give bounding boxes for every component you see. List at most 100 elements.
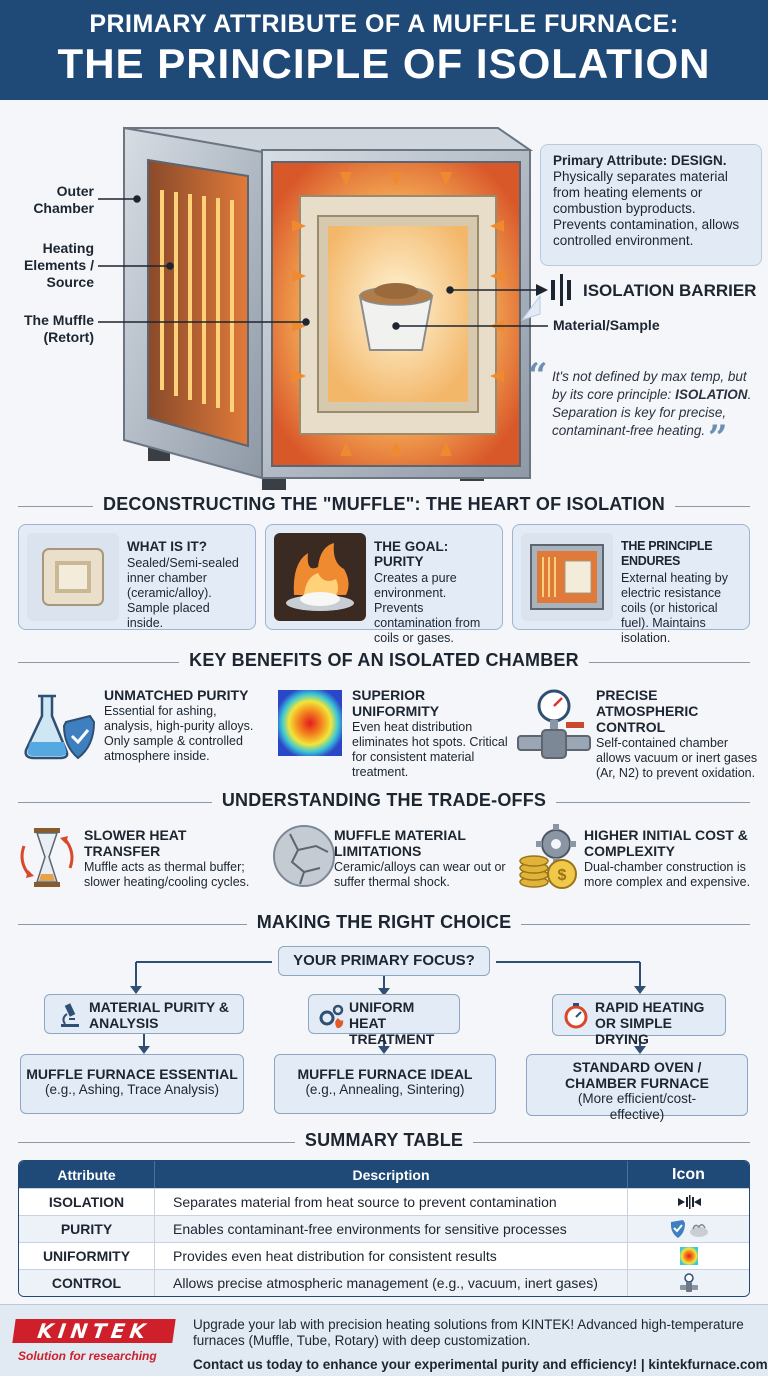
gear-coins-icon: $: [519, 824, 577, 889]
table-row: UNIFORMITY Provides even heat distributi…: [19, 1242, 749, 1269]
kintek-logo[interactable]: KINTEK: [12, 1319, 176, 1343]
benefit-body: Even heat distribution eliminates hot sp…: [352, 720, 508, 779]
muffle-box-icon: [27, 533, 119, 621]
flask-shield-icon: [24, 694, 96, 760]
section-benefits: KEY BENEFITS OF AN ISOLATED CHAMBER: [18, 650, 750, 674]
callout-title: Primary Attribute: DESIGN.: [553, 153, 727, 168]
header-line-1: PRIMARY ATTRIBUTE OF A MUFFLE FURNACE:: [89, 10, 679, 38]
valve-icon: [679, 1273, 698, 1292]
tradeoff-body: Ceramic/alloys can wear out or suffer th…: [334, 860, 506, 889]
sample-mound: [374, 283, 418, 299]
callout-pointer: [520, 294, 541, 321]
callout-body: Physically separates material from heati…: [553, 169, 740, 248]
furnace-diagram: Outer Chamber Heating Elements / Source …: [0, 100, 768, 490]
benefit-body: Self-contained chamber allows vacuum or …: [596, 736, 758, 780]
footer-contact-link[interactable]: Contact us today to enhance your experim…: [193, 1357, 768, 1372]
result-muffle-essential: MUFFLE FURNACE ESSENTIAL (e.g., Ashing, …: [20, 1054, 244, 1114]
benefit-title: UNMATCHED PURITY: [104, 687, 249, 703]
section-deconstructing: DECONSTRUCTING THE "MUFFLE": THE HEART O…: [18, 494, 750, 518]
tradeoff-title: HIGHER INITIAL COST & COMPLEXITY: [584, 827, 748, 859]
furnace-cutaway-icon: [521, 533, 613, 621]
quote-emphasis: ISOLATION: [675, 387, 748, 402]
microscope-icon: [61, 1003, 79, 1027]
benefit-title: PRECISE ATMOSPHERIC CONTROL: [596, 687, 699, 735]
heating-window: [147, 158, 249, 448]
benefit-body: Essential for ashing, analysis, high-pur…: [104, 704, 254, 763]
card-body: Creates a pure environment. Prevents con…: [374, 571, 481, 645]
header-attribute: Attribute: [57, 1166, 116, 1183]
quote-text-2: . Separation is key for precise, contami…: [552, 387, 752, 438]
gears-flame-icon: [319, 1004, 344, 1028]
footer-promo-text: Upgrade your lab with precision heating …: [193, 1317, 744, 1348]
cell-attribute: CONTROL: [51, 1275, 122, 1291]
section-tradeoffs: UNDERSTANDING THE TRADE-OFFS: [18, 790, 750, 814]
flame-sample-icon: [274, 533, 366, 621]
result-title: MUFFLE FURNACE ESSENTIAL: [26, 1066, 238, 1082]
cell-description: Enables contaminant-free environments fo…: [154, 1216, 627, 1242]
section-title: KEY BENEFITS OF AN ISOLATED CHAMBER: [179, 650, 589, 670]
quote-text-1: It's not defined by max temp, but by its…: [552, 369, 747, 402]
focus-uniform-heat: UNIFORM HEAT TREATMENT: [308, 994, 460, 1047]
section-summary: SUMMARY TABLE: [18, 1130, 750, 1154]
focus-label: RAPID HEATING OR SIMPLE DRYING: [595, 999, 705, 1047]
header-banner: PRIMARY ATTRIBUTE OF A MUFFLE FURNACE: T…: [0, 0, 768, 100]
cell-description: Provides even heat distribution for cons…: [154, 1243, 627, 1269]
heating-coils: [160, 190, 234, 412]
table-row: PURITY Enables contaminant-free environm…: [19, 1215, 749, 1242]
label-heating-elements: Heating Elements / Source: [23, 240, 94, 290]
shield-flask-icon: [670, 1220, 708, 1238]
tradeoff-title: MUFFLE MATERIAL LIMITATIONS: [334, 827, 466, 859]
card-title: THE GOAL: PURITY: [374, 539, 449, 569]
section-title: MAKING THE RIGHT CHOICE: [246, 912, 522, 932]
isolation-barrier-icon: [677, 1195, 701, 1209]
table-row: ISOLATION Separates material from heat s…: [19, 1188, 749, 1215]
logo-slogan: Solution for researching: [18, 1349, 157, 1363]
isolation-barrier-icon: [536, 274, 571, 306]
label-muffle: The Muffle (Retort): [24, 312, 94, 345]
cracked-disc-icon: [273, 825, 335, 887]
hourglass-icon: [20, 828, 74, 887]
timer-icon: [564, 1003, 588, 1029]
benefit-title: SUPERIOR UNIFORMITY: [352, 687, 440, 719]
cell-attribute: PURITY: [60, 1221, 113, 1237]
heatmap-icon: [679, 1247, 698, 1265]
card-body: External heating by electric resistance …: [621, 571, 729, 645]
footer-banner: KINTEK Solution for researching Upgrade …: [0, 1304, 768, 1376]
section-choice: MAKING THE RIGHT CHOICE: [18, 912, 750, 936]
section-title: DECONSTRUCTING THE "MUFFLE": THE HEART O…: [93, 494, 675, 514]
table-header-row: Attribute Description Icon: [19, 1161, 749, 1188]
leader-lines: [98, 195, 548, 330]
cell-description: Separates material from heat source to p…: [154, 1189, 627, 1215]
cell-attribute: UNIFORMITY: [42, 1248, 131, 1264]
card-what-is-it: WHAT IS IT? Sealed/Semi-sealed inner cham…: [18, 524, 256, 630]
result-example: (More efficient/cost-effective): [577, 1091, 697, 1122]
tradeoff-body: Dual-chamber construction is more comple…: [584, 860, 751, 889]
cell-attribute: ISOLATION: [48, 1194, 125, 1210]
tradeoff-body: Muffle acts as thermal buffer; slower he…: [84, 860, 250, 889]
header-description: Description: [154, 1161, 627, 1188]
quote-open-icon: “: [528, 356, 548, 396]
focus-label: UNIFORM HEAT TREATMENT: [349, 999, 435, 1047]
focus-label: MATERIAL PURITY & ANALYSIS: [89, 999, 230, 1031]
summary-table: Attribute Description Icon ISOLATION Sep…: [18, 1160, 750, 1297]
result-example: (e.g., Ashing, Trace Analysis): [44, 1082, 220, 1097]
label-outer-chamber: Outer Chamber: [33, 183, 94, 216]
cell-description: Allows precise atmospheric management (e…: [154, 1270, 627, 1296]
table-row: CONTROL Allows precise atmospheric manag…: [19, 1269, 749, 1296]
label-material-sample: Material/Sample: [553, 317, 660, 333]
label-isolation-barrier: ISOLATION BARRIER: [583, 281, 757, 300]
quote-close-icon: ”: [708, 418, 728, 458]
result-standard-oven: STANDARD OVEN / CHAMBER FURNACE (More ef…: [526, 1054, 748, 1122]
result-example: (e.g., Annealing, Sintering): [305, 1082, 465, 1097]
focus-rapid-heating: RAPID HEATING OR SIMPLE DRYING: [552, 994, 726, 1047]
card-body: Sealed/Semi-sealed inner chamber (cerami…: [127, 556, 239, 630]
focus-material-purity: MATERIAL PURITY & ANALYSIS: [44, 994, 244, 1034]
card-title: WHAT IS IT?: [127, 539, 207, 554]
